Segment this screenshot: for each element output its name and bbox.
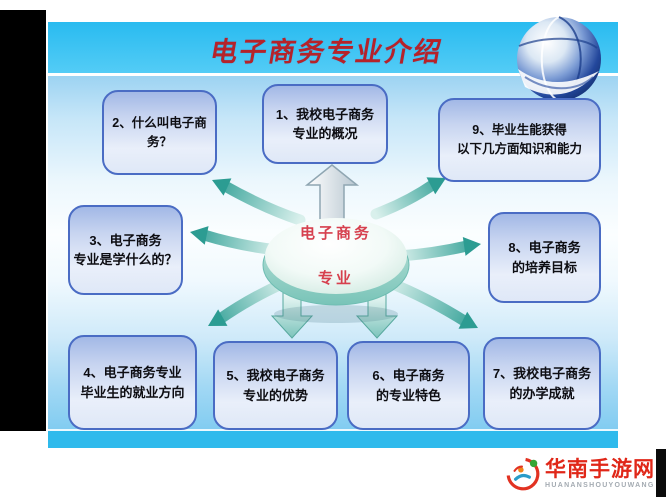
topic-line: 5、我校电子商务 — [226, 368, 325, 383]
topic-box-7: 7、我校电子商务 的办学成就 — [483, 337, 601, 430]
topic-line: 专业的概况 — [292, 126, 358, 141]
title-divider-line — [48, 73, 618, 76]
presentation-slide: 电子商务专业介绍 1、我校电子商务 专业的概况 2、什么叫电子商务？ 3、电子商… — [48, 16, 618, 448]
topic-line: 2、什么叫电子商务？ — [112, 115, 207, 149]
hub-line-1: 电子商务 — [299, 225, 372, 242]
watermark-romanized: HUANANSHOUYOUWANG — [545, 482, 655, 489]
topic-line: 的培养目标 — [511, 259, 577, 275]
arrows-graphic — [190, 16, 601, 339]
topic-box-9: 9、毕业生能获得 以下几方面知识和能力 — [438, 98, 601, 182]
topic-line: 7、我校电子商务 — [492, 366, 592, 381]
watermark-logo-icon — [506, 457, 540, 491]
topic-line: 的专业特色 — [375, 387, 441, 403]
topic-line: 专业是学什么的？ — [73, 252, 178, 267]
topic-line: 以下几方面知识和能力 — [456, 142, 582, 156]
topic-line: 专业的优势 — [242, 387, 308, 403]
topic-line: 1、我校电子商务 — [275, 106, 375, 122]
topic-line: 毕业生的就业方向 — [80, 384, 185, 400]
topic-line: 6、电子商务 — [372, 368, 445, 383]
left-black-bar — [0, 10, 46, 431]
center-hub-label: 电子商务 专业 — [264, 222, 408, 288]
watermark-text: 华南手游网 HUANANSHOUYOUWANG — [545, 459, 655, 489]
topic-line: 8、电子商务 — [508, 240, 581, 255]
topic-box-5: 5、我校电子商务 专业的优势 — [213, 341, 338, 430]
footer-band — [48, 429, 618, 448]
topic-box-8: 8、电子商务 的培养目标 — [488, 212, 601, 303]
watermark-logo: 华南手游网 HUANANSHOUYOUWANG — [505, 456, 655, 492]
topic-line: 4、电子商务专业 — [83, 365, 182, 380]
topic-box-3: 3、电子商务 专业是学什么的？ — [68, 205, 183, 295]
hub-line-2: 专业 — [317, 270, 354, 287]
topic-line: 3、电子商务 — [89, 232, 162, 248]
topic-box-4: 4、电子商务专业 毕业生的就业方向 — [68, 335, 197, 430]
topic-box-6: 6、电子商务 的专业特色 — [347, 341, 470, 430]
globe-icon — [517, 16, 601, 102]
topic-line: 9、毕业生能获得 — [472, 123, 567, 138]
topic-box-1: 1、我校电子商务 专业的概况 — [262, 84, 388, 164]
topic-box-2: 2、什么叫电子商务？ — [102, 90, 217, 175]
topic-line: 的办学成就 — [509, 385, 575, 401]
bottom-right-black-bar — [656, 449, 666, 497]
watermark-name: 华南手游网 — [545, 458, 655, 481]
